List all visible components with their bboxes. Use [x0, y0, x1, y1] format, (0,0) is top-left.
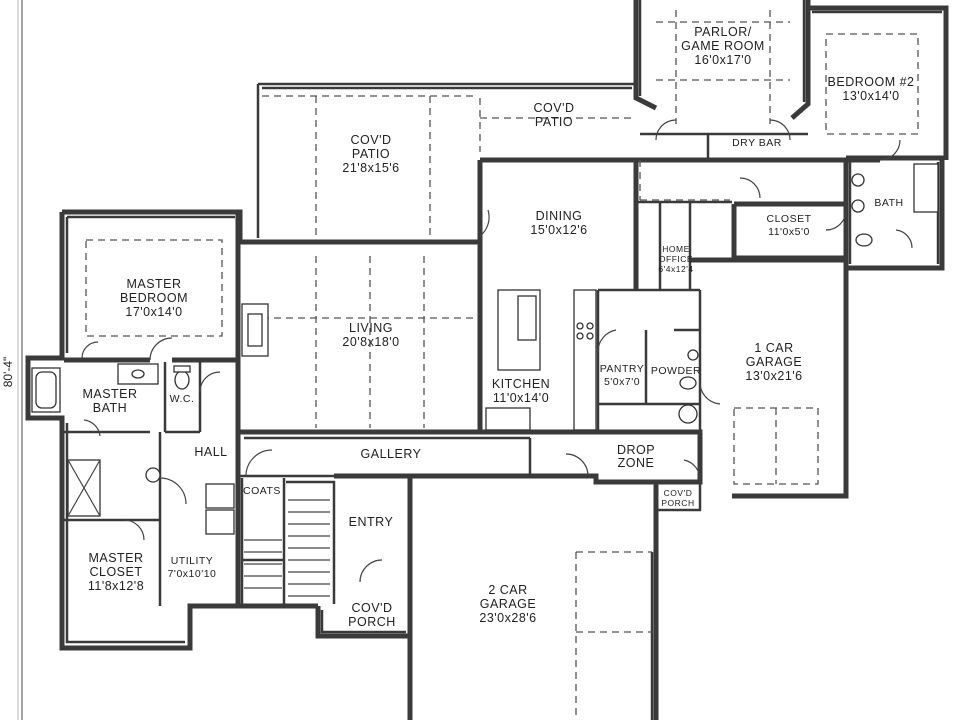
room-name-pantry: PANTRY	[600, 363, 645, 375]
room-name-powder: POWDER	[651, 365, 701, 377]
room-size-master-bedroom: 17'0x14'0	[125, 305, 182, 319]
room-name-garage1-1: 1 CAR	[754, 341, 793, 355]
room-size-kitchen: 11'0x14'0	[493, 391, 549, 405]
room-name-patio-main-2: PATIO	[352, 147, 390, 161]
room-name-garage1-2: GARAGE	[746, 355, 803, 369]
room-name-utility: UTILITY	[171, 555, 214, 567]
ceiling-lines	[85, 10, 919, 720]
room-name-master-bath-2: BATH	[93, 401, 127, 415]
room-name-patio-small-2: PATIO	[535, 115, 573, 129]
room-name-patio-main-1: COV'D	[350, 133, 391, 147]
room-size-parlor: 16'0x17'0	[694, 53, 751, 67]
room-name-master-bedroom-2: BEDROOM	[120, 291, 188, 305]
room-size-garage2: 23'0x28'6	[479, 611, 536, 625]
bath-sink-icon	[851, 173, 865, 187]
room-name-master-bedroom-1: MASTER	[126, 277, 181, 291]
sink-icon	[131, 369, 145, 379]
door-swings	[81, 119, 913, 583]
room-name-coats: COATS	[243, 485, 281, 497]
room-name-parlor-2: GAME ROOM	[681, 39, 765, 53]
room-name-garage2-1: 2 CAR	[488, 583, 527, 597]
room-name-dropzone-1: DROP	[617, 443, 655, 457]
room-name-hall: HALL	[194, 445, 227, 459]
room-name-porch-side-1: COV'D	[664, 488, 693, 498]
room-name-master-bath-1: MASTER	[82, 387, 137, 401]
room-size-master-closet: 11'8x12'8	[88, 579, 144, 593]
washer-icon	[205, 483, 235, 509]
room-name-parlor-1: PARLOR/	[694, 25, 751, 39]
room-name-dining: DINING	[536, 209, 583, 223]
room-size-garage1: 13'0x21'6	[745, 369, 802, 383]
room-name-patio-small-1: COV'D	[533, 101, 574, 115]
room-name-living: LIVING	[349, 321, 393, 335]
room-size-utility: 7'0x10'10	[168, 568, 217, 580]
room-name-bath: BATH	[874, 197, 903, 209]
room-name-wc: W.C.	[170, 393, 195, 405]
powder-toilet-icon	[679, 376, 697, 390]
room-name-drybar: DRY BAR	[732, 137, 782, 149]
room-name-porch-front-2: PORCH	[348, 615, 396, 629]
walls	[25, 0, 949, 720]
fixtures	[31, 163, 939, 604]
room-labels: PARLOR/ GAME ROOM 16'0x17'0 BEDROOM #2 1…	[82, 25, 914, 629]
room-size-pantry: 5'0x7'0	[604, 376, 640, 388]
room-name-closet: CLOSET	[766, 213, 811, 225]
room-size-bedroom2: 13'0x14'0	[842, 89, 899, 103]
room-size-patio-main: 21'8x15'6	[342, 161, 399, 175]
room-size-office: 6'4x12'4	[658, 264, 693, 274]
stairs	[244, 480, 336, 604]
room-name-master-closet-1: MASTER	[88, 551, 143, 565]
room-size-living: 20'8x18'0	[342, 335, 399, 349]
room-name-bedroom2: BEDROOM #2	[828, 75, 915, 89]
bath-tub-icon	[913, 163, 939, 213]
dryer-icon	[205, 509, 235, 535]
room-size-dining: 15'0x12'6	[530, 223, 587, 237]
room-name-office-1: HOME	[662, 244, 690, 254]
room-name-porch-front-1: COV'D	[351, 601, 392, 615]
overall-dimension-label: 80'-4"	[1, 357, 15, 388]
powder-sink-icon	[687, 349, 699, 361]
room-name-master-closet-2: CLOSET	[89, 565, 142, 579]
room-size-closet: 11'0x5'0	[768, 226, 810, 238]
water-heater-icon	[145, 467, 161, 483]
dimension-line: 80'-4"	[1, 0, 23, 720]
room-name-garage2-2: GARAGE	[480, 597, 537, 611]
room-name-porch-side-2: PORCH	[661, 498, 694, 508]
room-name-entry: ENTRY	[349, 515, 394, 529]
room-name-gallery: GALLERY	[361, 447, 422, 461]
room-name-dropzone-2: ZONE	[618, 456, 655, 470]
range-icon	[576, 322, 584, 330]
bath-toilet-icon	[855, 233, 873, 247]
toilet-icon	[174, 370, 190, 390]
room-name-office-2: OFFICE	[659, 254, 693, 264]
room-name-kitchen: KITCHEN	[492, 377, 550, 391]
